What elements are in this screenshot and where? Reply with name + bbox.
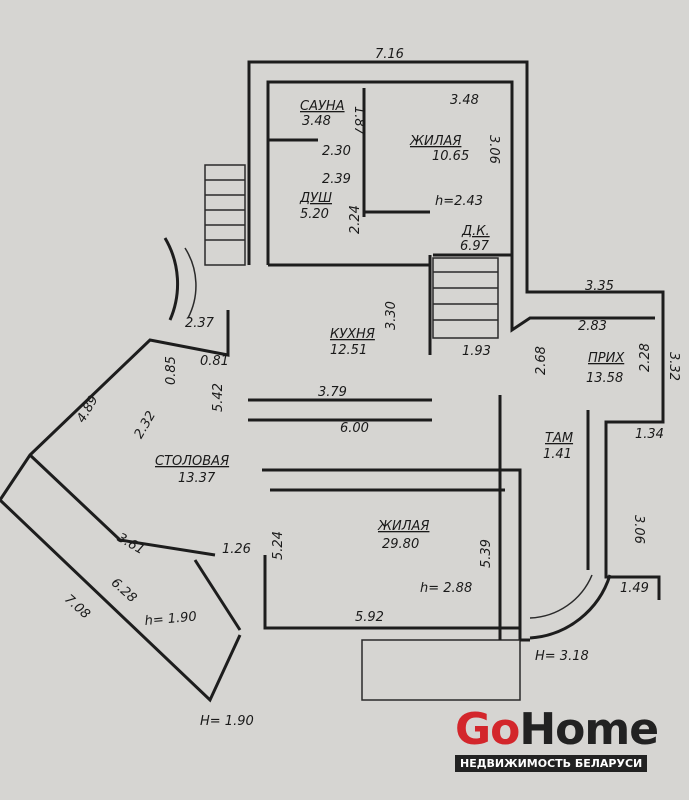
walls [0,60,665,703]
dim-label: 5.39 [479,539,494,568]
dim-label: 2.39 [322,172,351,187]
svg-text:ДУШ: ДУШ [299,191,332,206]
room-bedroom-small: ЖИЛАЯ 10.65 h=2.43 [409,134,483,209]
dim-label: 3.61 [114,530,147,557]
room-kitchen: КУХНЯ 12.51 [330,327,375,358]
svg-text:29.80: 29.80 [382,537,419,552]
dim-label: 5.42 [211,383,226,412]
dim-label: 6.28 [108,576,140,607]
logo-home: Home [519,704,659,755]
svg-text:ТАМ: ТАМ [545,431,573,446]
dim-label: 7.08 [61,592,93,623]
dim-label: 2.37 [185,316,215,331]
dim-label: 4.89 [74,393,101,426]
gohome-logo: GoHome НЕДВИЖИМОСТЬ БЕЛАРУСИ [455,708,659,772]
svg-text:3.48: 3.48 [302,114,331,129]
dim-label: 0.85 [164,356,179,385]
dim-label: 3.06 [631,515,646,544]
room-dining: СТОЛОВАЯ 13.37 [155,454,229,486]
dim-label: 7.16 [375,47,404,62]
svg-text:САУНА: САУНА [300,99,345,114]
veranda-height: h= 1.90 [144,609,197,628]
dim-label: 3.35 [585,279,614,294]
dim-label: 2.28 [638,343,653,372]
svg-text:13.37: 13.37 [178,471,216,486]
dim-label: 1.93 [462,344,491,359]
dim-label: 2.32 [132,409,159,442]
dim-label: 3.48 [450,93,479,108]
svg-text:ЖИЛАЯ: ЖИЛАЯ [377,519,429,534]
room-shower: ДУШ 5.20 [299,191,332,222]
svg-text:КУХНЯ: КУХНЯ [330,327,375,342]
svg-text:СТОЛОВАЯ: СТОЛОВАЯ [155,454,229,469]
dim-label: 2.68 [534,346,549,375]
svg-text:10.65: 10.65 [432,149,469,164]
room-sauna: САУНА 3.48 [300,99,345,129]
dim-label: 3.32 [666,352,681,381]
room-closet: Д.К. 6.97 [460,224,490,254]
svg-text:ПРИХ: ПРИХ [588,351,625,366]
dim-label: 2.30 [322,144,351,159]
room-living: ЖИЛАЯ 29.80 h= 2.88 [377,519,472,596]
svg-text:6.97: 6.97 [460,239,490,254]
dim-label: 1.34 [635,427,664,442]
dim-label: 2.24 [348,205,363,234]
svg-text:h= 2.88: h= 2.88 [420,581,472,596]
svg-text:5.20: 5.20 [300,207,329,222]
stairs [204,164,499,339]
svg-text:12.51: 12.51 [330,343,367,358]
svg-text:13.58: 13.58 [586,371,623,386]
level-mark: H= 3.18 [535,649,589,664]
room-hall: ПРИХ 13.58 [586,351,625,386]
dim-label: 3.79 [318,385,347,400]
dim-label: 6.00 [340,421,369,436]
svg-text:h=2.43: h=2.43 [435,194,483,209]
dim-label: 5.92 [355,610,384,625]
dim-label: 1.87 [351,106,366,136]
dim-label: 1.26 [222,542,251,557]
svg-text:1.41: 1.41 [543,447,572,462]
dim-label: 0.81 [200,354,229,369]
logo-subtitle: НЕДВИЖИМОСТЬ БЕЛАРУСИ [455,755,648,772]
room-vestibule: ТАМ 1.41 [543,431,573,462]
logo-go: Go [455,704,520,755]
dim-label: 5.24 [271,531,286,560]
svg-text:Д.К.: Д.К. [461,224,490,239]
dim-label: 3.06 [486,135,501,164]
level-mark: H= 1.90 [200,714,254,729]
dim-label: 2.83 [578,319,607,334]
svg-text:ЖИЛАЯ: ЖИЛАЯ [409,134,461,149]
dim-label: 3.30 [384,301,399,330]
dim-label: 1.49 [620,581,649,596]
